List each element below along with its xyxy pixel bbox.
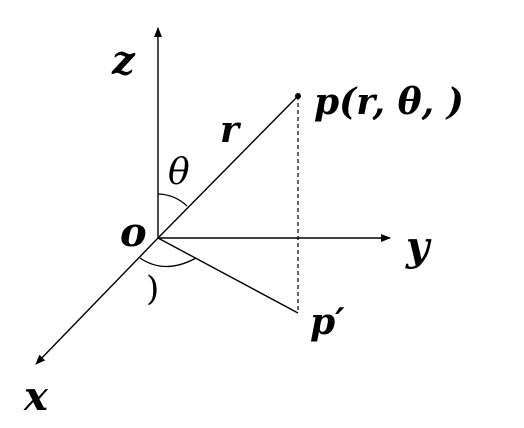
theta-arc [157,193,188,207]
radius-line [157,95,299,239]
point-p-prime-label: p′ [310,301,345,343]
y-axis-label: y [405,223,432,270]
x-axis-label: x [23,373,49,420]
point-p-dot [295,93,301,99]
radius-label: r [220,109,242,151]
phi-arc [139,257,197,268]
theta-label: θ [168,152,190,193]
projection-line [157,237,299,314]
phi-label: ) [146,269,159,309]
point-p-label: p(r, θ, ) [314,81,464,123]
z-axis-label: z [111,37,136,84]
x-axis-line [35,237,159,365]
origin-label: o [120,209,147,256]
